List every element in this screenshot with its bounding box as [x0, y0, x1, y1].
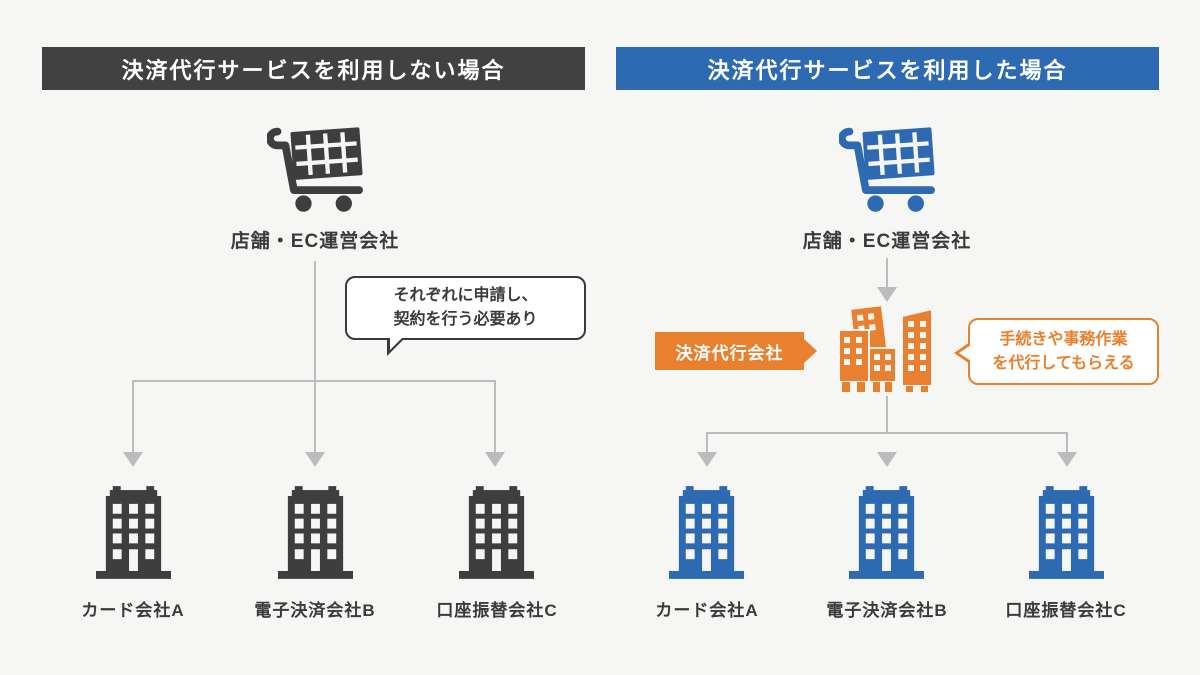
connector-line	[494, 380, 496, 453]
city-buildings-icon	[838, 304, 938, 392]
left-note-bubble: それぞれに申請し、 契約を行う必要あり	[345, 276, 586, 356]
connector-line	[706, 432, 1068, 434]
left-panel-header: 決済代行サービスを利用しない場合	[42, 47, 585, 90]
connector-line	[706, 432, 708, 453]
left-note-line2: 契約を行う必要あり	[393, 311, 538, 328]
right-note-line2: を代行してもらえる	[992, 354, 1135, 372]
arrow-down-icon	[877, 287, 897, 302]
connector-line	[132, 380, 496, 382]
office-building-icon	[96, 486, 171, 579]
agency-tag: 決済代行会社	[655, 332, 817, 370]
connector-line	[1066, 432, 1068, 453]
connector-line	[886, 396, 888, 434]
left-company-label-b: 電子決済会社B	[254, 601, 376, 620]
left-merchant-label: 店舗・EC運営会社	[230, 231, 400, 252]
left-company-label-c: 口座振替会社C	[436, 601, 558, 620]
arrow-down-icon	[697, 452, 717, 467]
right-note-line1: 手続きや事務作業	[999, 330, 1128, 348]
shopping-cart-icon	[267, 124, 363, 214]
right-company-label-b: 電子決済会社B	[826, 601, 948, 620]
arrow-down-icon	[877, 452, 897, 467]
office-building-icon	[278, 486, 353, 579]
right-merchant-label: 店舗・EC運営会社	[802, 231, 972, 252]
arrow-down-icon	[1057, 452, 1077, 467]
left-note-line1: それぞれに申請し、	[393, 287, 538, 304]
connector-line	[132, 380, 134, 453]
shopping-cart-icon	[839, 124, 935, 214]
right-note-bubble: 手続きや事務作業 を代行してもらえる	[954, 318, 1159, 385]
arrow-down-icon	[485, 452, 505, 467]
connector-line	[886, 258, 888, 289]
office-building-icon	[669, 486, 744, 579]
office-building-icon	[849, 486, 924, 579]
office-building-icon	[1029, 486, 1104, 579]
arrow-down-icon	[305, 452, 325, 467]
connector-line	[314, 261, 316, 453]
right-company-label-a: カード会社A	[655, 601, 759, 620]
office-building-icon	[459, 486, 534, 579]
arrow-down-icon	[123, 452, 143, 467]
left-company-label-a: カード会社A	[81, 601, 185, 620]
right-panel-header: 決済代行サービスを利用した場合	[616, 47, 1159, 90]
right-company-label-c: 口座振替会社C	[1005, 601, 1127, 620]
